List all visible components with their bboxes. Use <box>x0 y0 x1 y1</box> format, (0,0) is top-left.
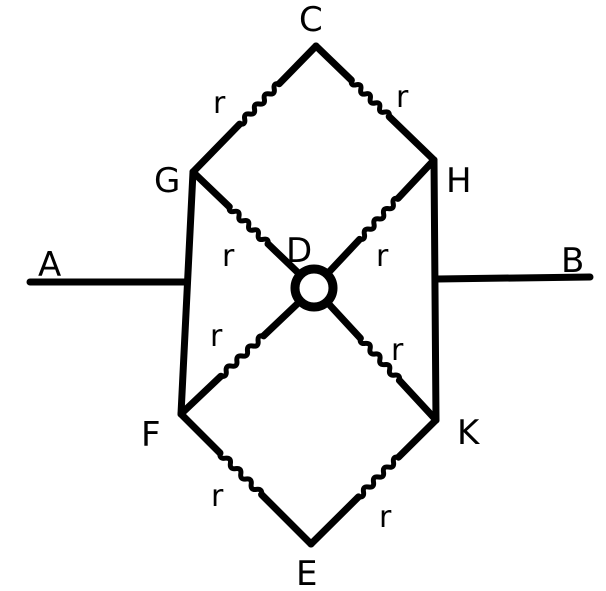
wire-k-d-lead-1 <box>395 376 440 424</box>
resistor-label-k-e: r <box>379 500 392 535</box>
resistor-label-g-d: r <box>222 239 235 274</box>
node-label-f: F <box>141 415 161 455</box>
wire-k-e-lead-1 <box>395 416 440 461</box>
resistor-label-h-d: r <box>376 239 389 274</box>
node-label-d: D <box>286 231 312 271</box>
wire-c-g-lead-2 <box>189 120 244 176</box>
resistor-coil-g-d <box>226 204 271 247</box>
resistor-f-e <box>177 410 315 548</box>
wire-g-f <box>177 168 197 418</box>
resistor-coil-k-e <box>356 454 401 500</box>
resistor-c-h <box>312 42 438 164</box>
wire-g-d-lead-1 <box>189 168 233 211</box>
wire-c-h-lead-1 <box>312 42 355 84</box>
resistor-coil-c-h <box>348 77 392 120</box>
resistor-label-k-d: r <box>391 333 404 368</box>
resistor-coil-h-d <box>357 195 401 242</box>
wire-h-d-lead-1 <box>394 156 438 202</box>
node-label-b: B <box>561 241 584 281</box>
resistor-f-d <box>177 284 318 418</box>
wire-f-e-lead-2 <box>258 491 315 548</box>
node-label-h: H <box>446 161 472 201</box>
wire-k-e-lead-2 <box>307 493 362 548</box>
wire-c-g-lead-1 <box>275 42 320 88</box>
resistor-coil-f-d <box>218 333 266 379</box>
node-label-e: E <box>296 554 317 591</box>
wire-f-e-lead-1 <box>177 410 224 457</box>
resistor-label-c-g: r <box>213 86 226 121</box>
node-label-a: A <box>38 245 61 285</box>
wire-f-d-lead-1 <box>177 372 225 418</box>
node-label-g: G <box>154 161 180 201</box>
resistor-coil-k-d <box>357 335 403 383</box>
resistor-coil-f-e <box>217 450 265 498</box>
wire-c-h-lead-2 <box>385 113 438 164</box>
wire-h-k <box>430 156 440 424</box>
resistor-coil-c-g <box>237 81 282 127</box>
resistor-k-e <box>307 416 440 548</box>
resistor-label-f-e: r <box>211 479 224 514</box>
resistor-h-d <box>310 156 438 292</box>
resistor-k-d <box>310 284 440 424</box>
node-label-k: K <box>457 413 481 453</box>
resistor-label-f-d: r <box>210 319 223 354</box>
resistor-label-c-h: r <box>396 80 409 115</box>
wire-terminal-b <box>433 273 594 283</box>
node-label-c: C <box>299 0 323 40</box>
resistor-c-g <box>189 42 320 176</box>
node-d-ring <box>290 264 338 312</box>
